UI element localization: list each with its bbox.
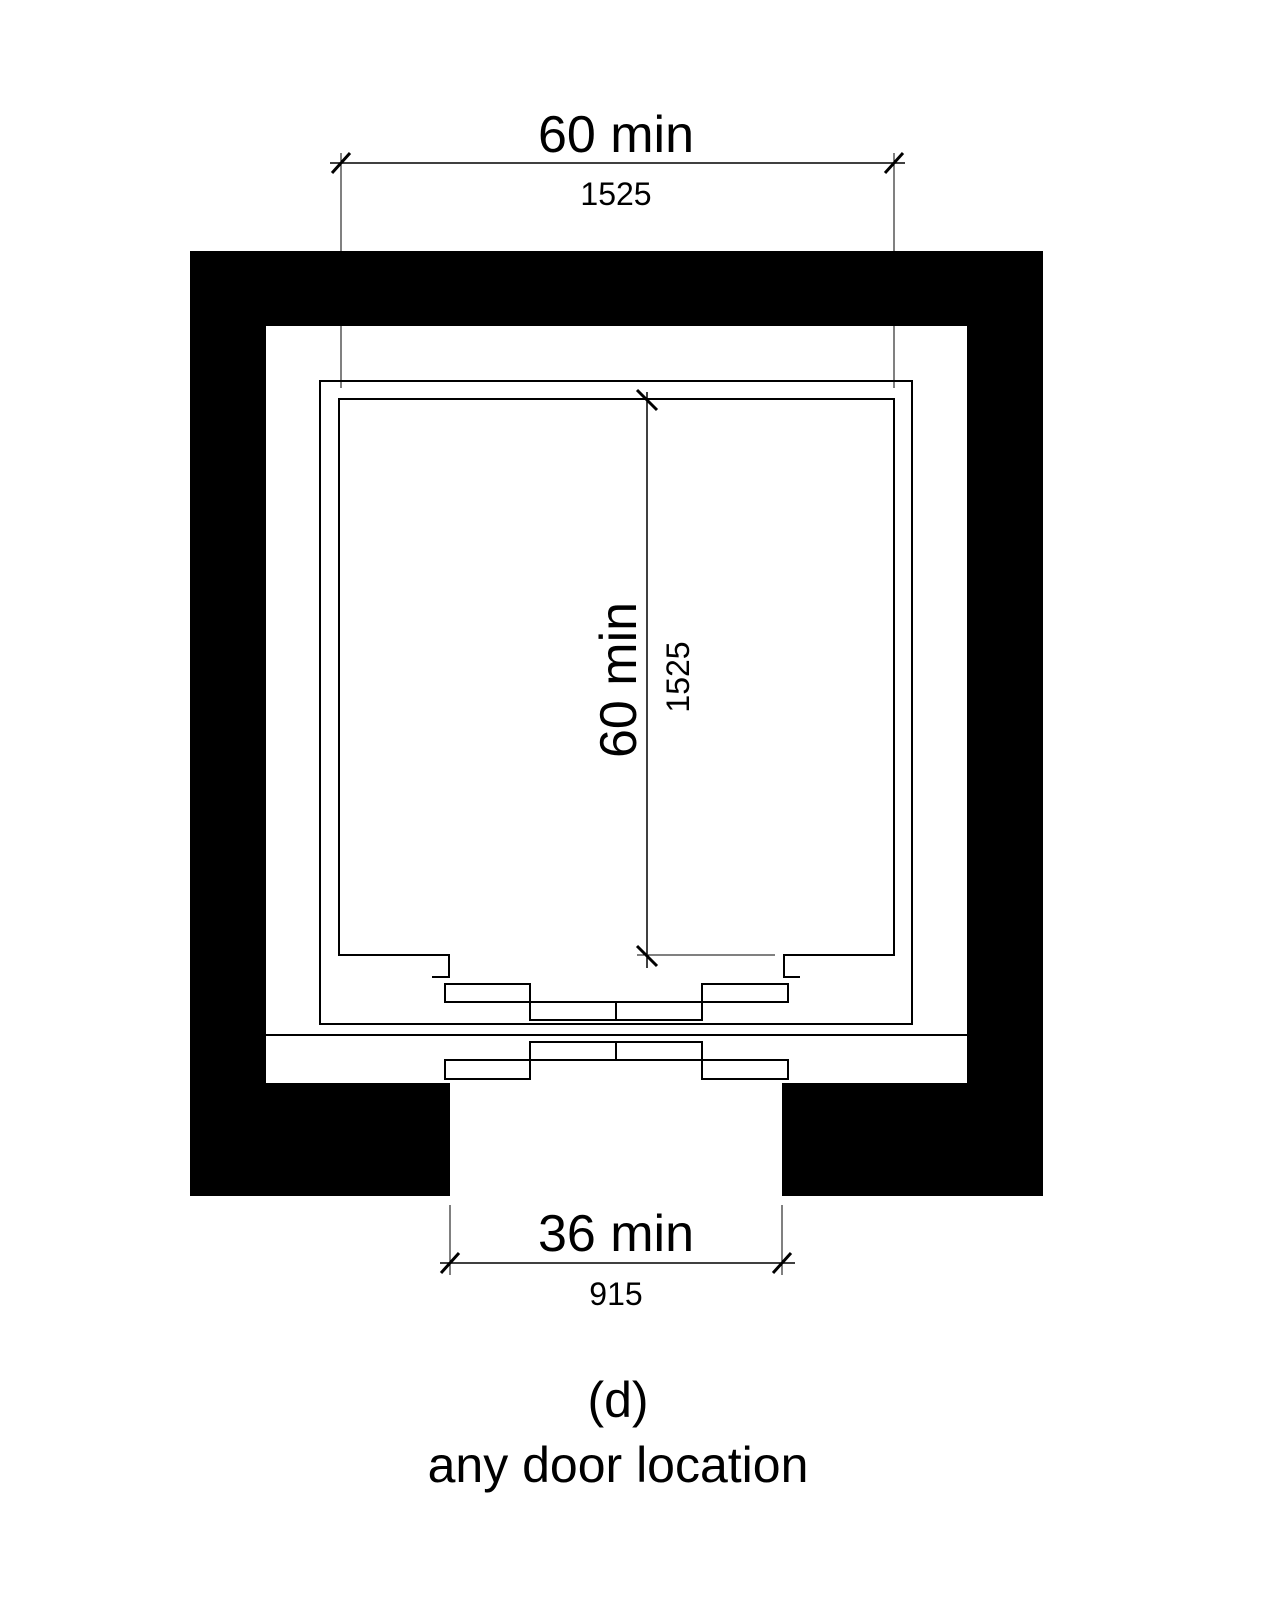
door-imperial-label: 36 min <box>538 1205 694 1263</box>
hoistway-door-panels <box>444 1041 789 1080</box>
depth-imperial-label: 60 min <box>590 602 648 758</box>
width-dimension: 60 min 1525 <box>330 106 905 388</box>
hoistway-walls <box>190 251 1043 1196</box>
car-outer-outline <box>319 380 913 1025</box>
car-door-panels <box>444 983 789 1021</box>
depth-metric-label: 1525 <box>660 641 696 712</box>
car-interior-outline <box>338 398 895 978</box>
caption-text: any door location <box>428 1437 809 1493</box>
depth-dimension: 60 min 1525 <box>590 388 775 968</box>
width-imperial-label: 60 min <box>538 106 694 164</box>
width-metric-label: 1525 <box>580 176 651 212</box>
door-width-dimension: 36 min 915 <box>439 1205 795 1312</box>
caption-label: (d) <box>587 1372 648 1428</box>
door-metric-label: 915 <box>589 1276 642 1312</box>
